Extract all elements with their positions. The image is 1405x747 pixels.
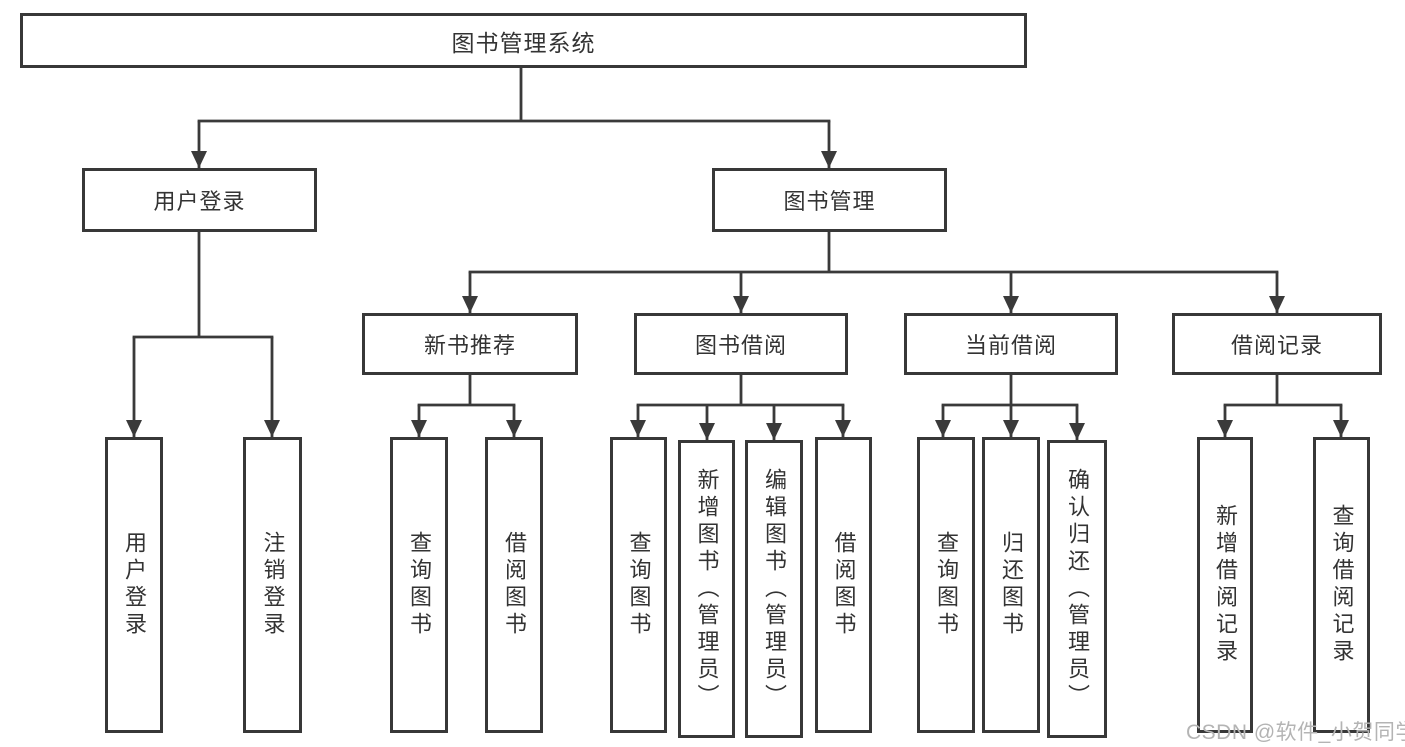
watermark-text: CSDN @软件_小贺同学 <box>1186 721 1405 744</box>
leaf-cb-query-book: 查询图书 <box>917 437 975 733</box>
leaf-nb-borrow-book: 借阅图书 <box>485 437 543 733</box>
leaf-cb-return-book: 归还图书 <box>982 437 1040 733</box>
node-book-management: 图书管理 <box>712 168 947 232</box>
leaf-nb-query-book: 查询图书 <box>390 437 448 733</box>
node-user-login: 用户登录 <box>82 168 317 232</box>
leaf-bb-add-book-admin: 新增图书（管理员） <box>678 440 735 738</box>
node-borrowing-records: 借阅记录 <box>1172 313 1382 375</box>
leaf-user-login: 用户登录 <box>105 437 163 733</box>
leaf-bb-edit-book-admin: 编辑图书（管理员） <box>745 440 803 738</box>
leaf-bb-query-book: 查询图书 <box>610 437 667 733</box>
leaf-br-add-record: 新增借阅记录 <box>1197 437 1253 733</box>
leaf-br-query-record: 查询借阅记录 <box>1313 437 1370 733</box>
leaf-logout: 注销登录 <box>243 437 302 733</box>
node-book-borrowing: 图书借阅 <box>634 313 848 375</box>
node-new-book-recommendation: 新书推荐 <box>362 313 578 375</box>
node-current-borrowing: 当前借阅 <box>904 313 1118 375</box>
node-library-management-system: 图书管理系统 <box>20 13 1027 68</box>
leaf-cb-confirm-return-admin: 确认归还（管理员） <box>1047 440 1107 738</box>
leaf-bb-borrow-book: 借阅图书 <box>815 437 872 733</box>
